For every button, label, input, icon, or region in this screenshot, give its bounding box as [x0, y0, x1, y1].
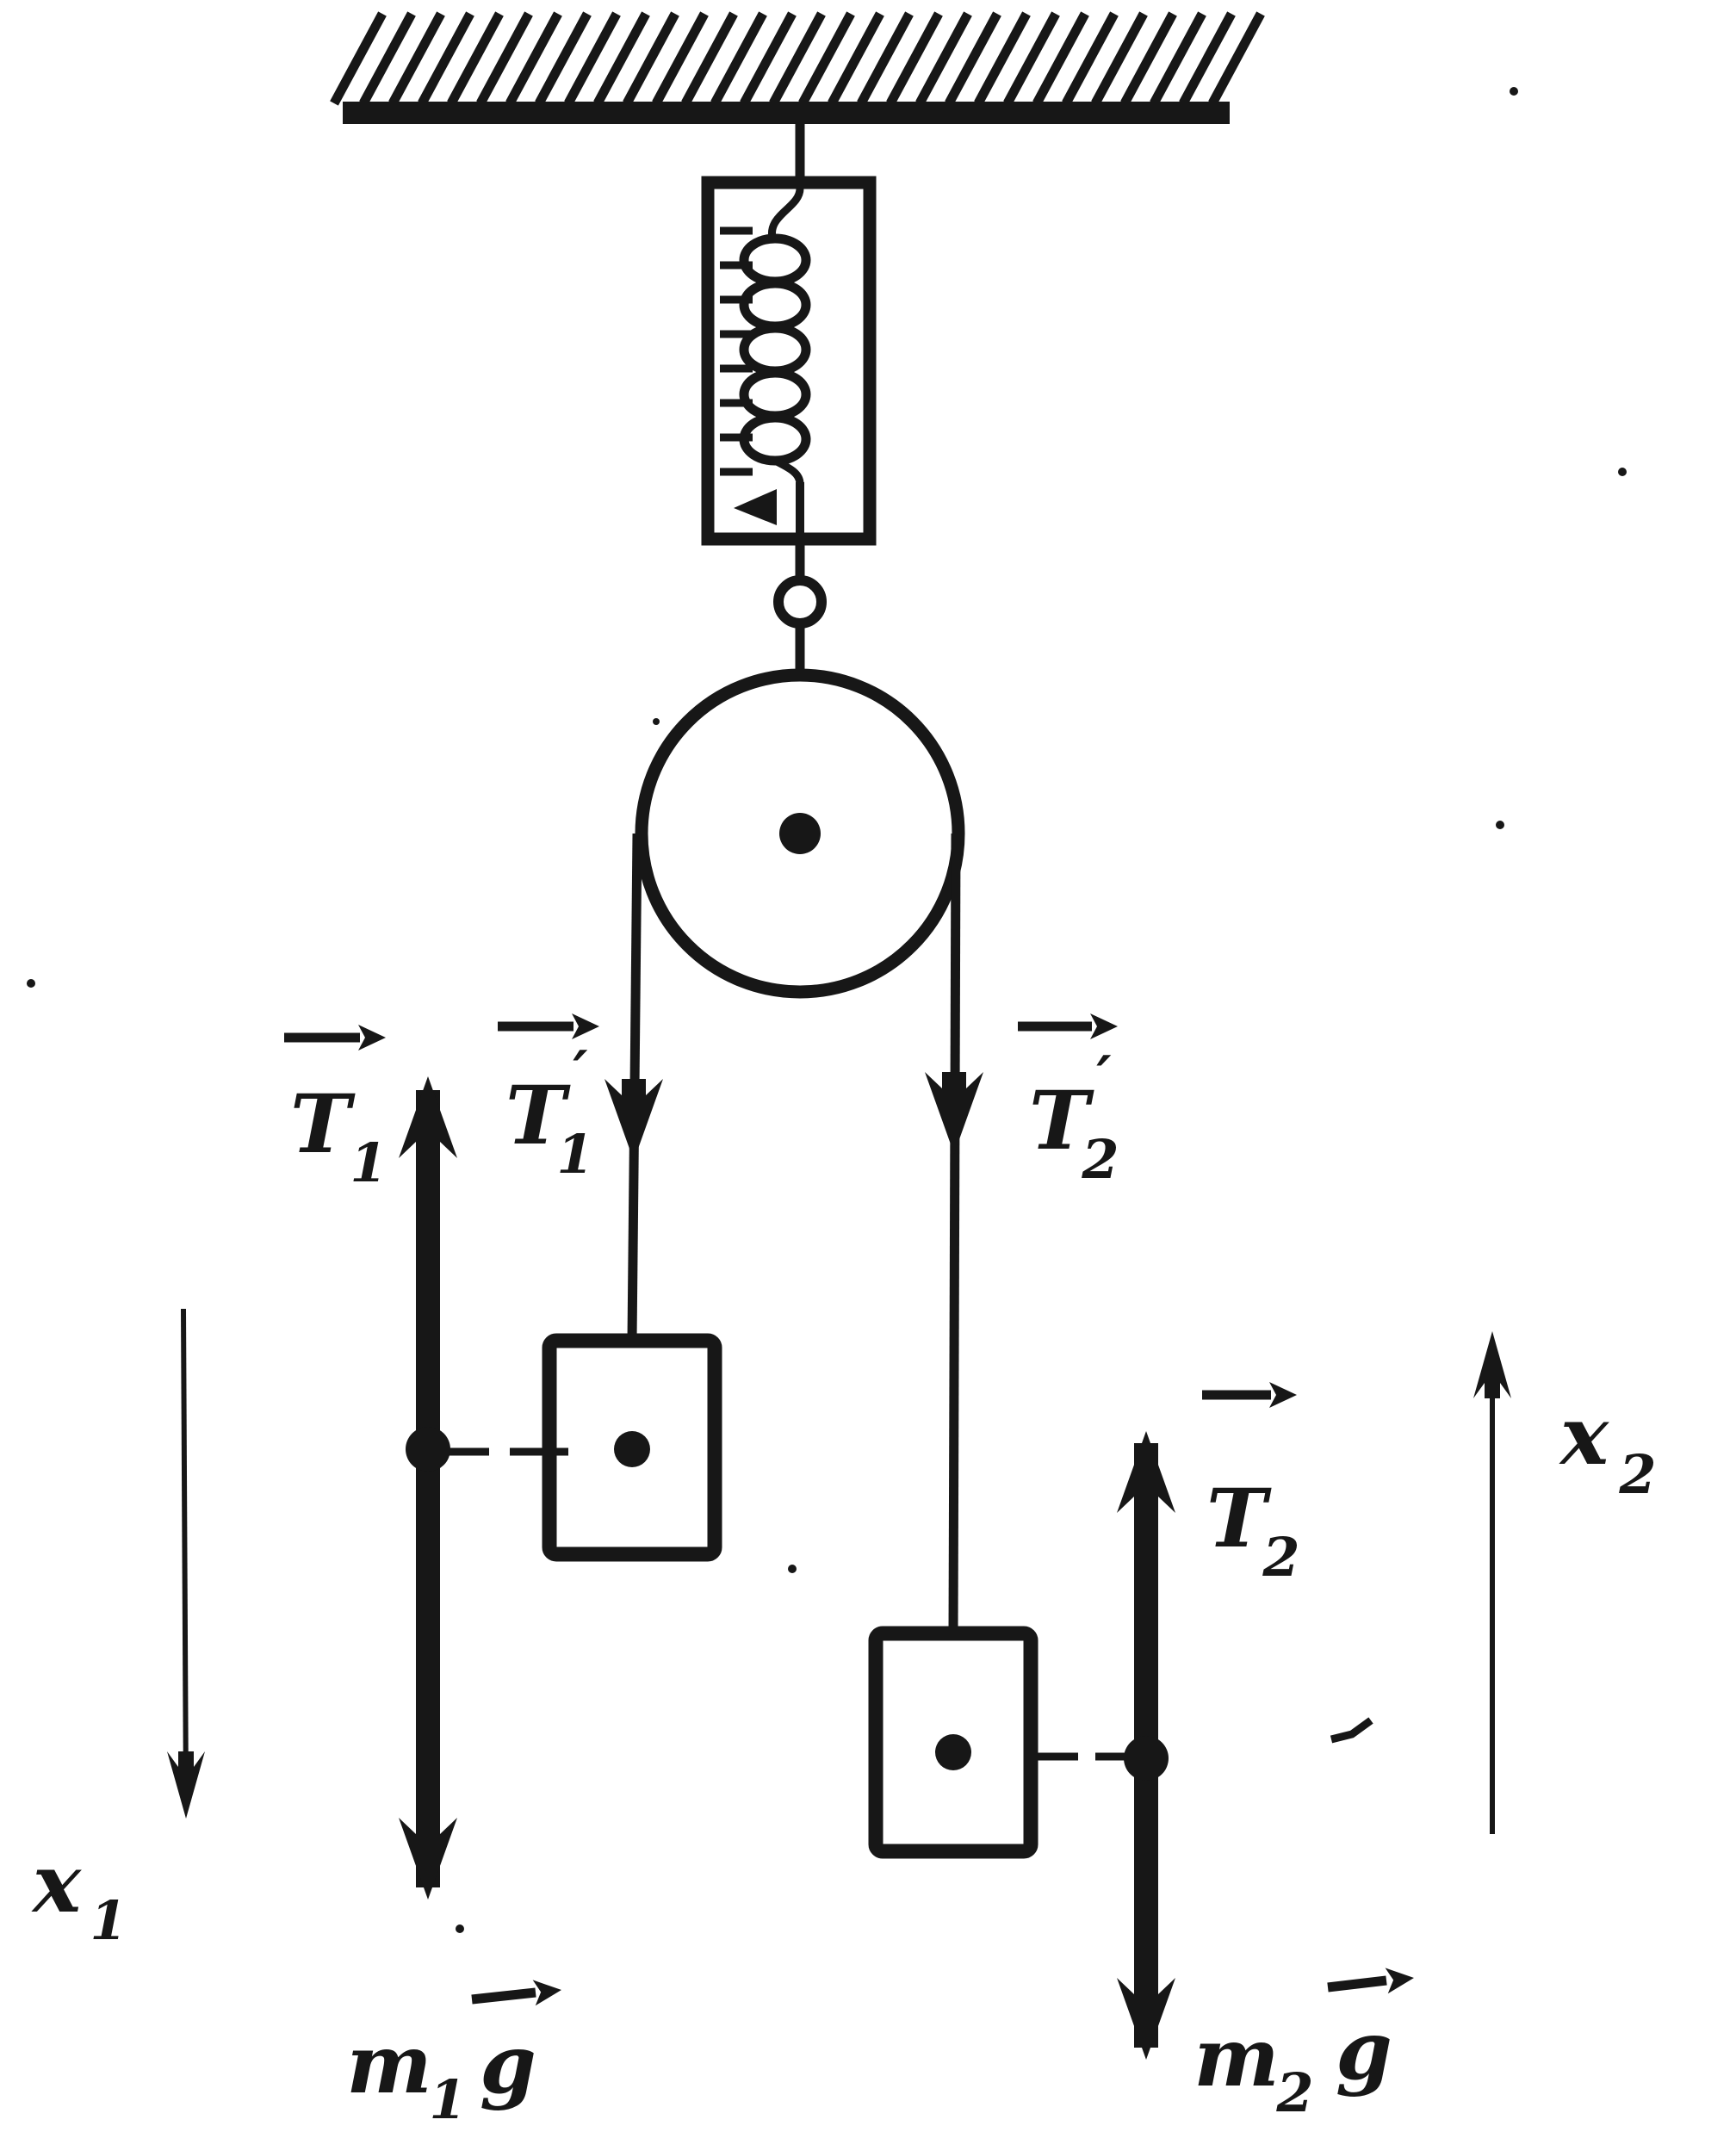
label-T1p-base: T	[505, 1069, 571, 1163]
axis-x1	[167, 1308, 205, 1819]
label-T2-sub: 2	[1262, 1526, 1299, 1589]
label-m1g-m: m	[346, 2017, 431, 2112]
mass2-center-dot	[935, 1734, 971, 1770]
pulley	[635, 668, 965, 999]
weight2-arrowhead-icon	[1117, 1978, 1175, 2060]
label-x1: x 1	[31, 1837, 127, 1952]
label-x2-sub: 2	[1618, 1443, 1656, 1506]
label-m2g-vector-arrowhead-icon	[1385, 1965, 1416, 1994]
label-m1g-vector-arrowhead-icon	[532, 1977, 563, 2006]
spring-scale	[701, 176, 877, 546]
label-T1p-prime: ′	[573, 1038, 587, 1106]
axis-x1-line	[181, 1308, 189, 1802]
label-m2g-m: m	[1194, 2011, 1279, 2105]
tension1-arrowhead-icon	[399, 1076, 457, 1158]
label-x2-base: x	[1559, 1389, 1609, 1484]
strings	[604, 833, 983, 1634]
label-m1g-sub: 1	[429, 2068, 466, 2131]
label-T2-base: T	[1206, 1472, 1272, 1566]
label-x2: x 2	[1559, 1389, 1657, 1506]
label-T2p-base: T	[1029, 1074, 1094, 1168]
mass1-point-dot	[406, 1427, 450, 1472]
label-m2g: m 2 g	[1194, 1965, 1416, 2124]
hook-ring	[773, 575, 827, 629]
label-T1-base: T	[290, 1077, 356, 1172]
mass-block-2	[868, 1626, 1078, 1859]
pulley-axle-dot	[779, 813, 821, 854]
label-T2p-vector-arrowhead-icon	[1090, 1013, 1118, 1039]
label-T2p-sub: 2	[1081, 1128, 1119, 1191]
label-T1-vector-arrowhead-icon	[358, 1025, 386, 1051]
label-m2g-sub: 2	[1275, 2061, 1313, 2124]
force-arrow-mass2	[1095, 1431, 1175, 2060]
ceiling	[330, 11, 1265, 124]
tension2-arrowhead-icon	[1117, 1431, 1175, 1513]
label-T1-prime: T ′ 1	[498, 1013, 599, 1186]
ceiling-bar	[343, 102, 1230, 124]
mass2-point-dot	[1124, 1736, 1169, 1781]
label-T1: T 1	[284, 1025, 388, 1194]
ceiling-hatch	[330, 11, 1265, 106]
mass1-center-dot	[614, 1431, 650, 1467]
scale-pointer	[734, 489, 777, 525]
scan-noise-specks	[27, 87, 1627, 1933]
label-x1-base: x	[31, 1837, 82, 1931]
label-m1g-vector-line	[471, 1987, 536, 2005]
force-arrow-mass1	[399, 1076, 489, 1900]
weight1-arrowhead-icon	[399, 1818, 457, 1900]
left-string-arrowhead-icon	[604, 1079, 663, 1161]
label-x1-sub: 1	[90, 1889, 127, 1952]
mass-block-1	[510, 1333, 722, 1562]
label-m2g-g: g	[1336, 2004, 1392, 2098]
stray-dash	[1330, 1717, 1373, 1744]
label-T1p-sub: 1	[556, 1123, 593, 1186]
right-string-arrowhead-icon	[925, 1072, 983, 1154]
coil-spring	[739, 188, 811, 485]
label-T2p-prime: ′	[1096, 1044, 1111, 1111]
right-string	[948, 833, 961, 1634]
label-m1g: m 1 g	[346, 1977, 563, 2131]
label-m2g-vector-line	[1327, 1975, 1387, 1993]
label-T1p-vector-arrowhead-icon	[572, 1013, 599, 1039]
axis-x2	[1473, 1331, 1511, 1834]
axis-x1-arrowhead-icon	[167, 1751, 205, 1819]
label-m1g-g: g	[480, 2017, 536, 2112]
label-T2-vector-arrowhead-icon	[1269, 1382, 1297, 1408]
label-T2: T 2	[1202, 1382, 1300, 1589]
label-T1-sub: 1	[350, 1131, 387, 1194]
label-T2-prime: T ′ 2	[1018, 1013, 1119, 1191]
axis-x2-arrowhead-icon	[1473, 1331, 1511, 1398]
